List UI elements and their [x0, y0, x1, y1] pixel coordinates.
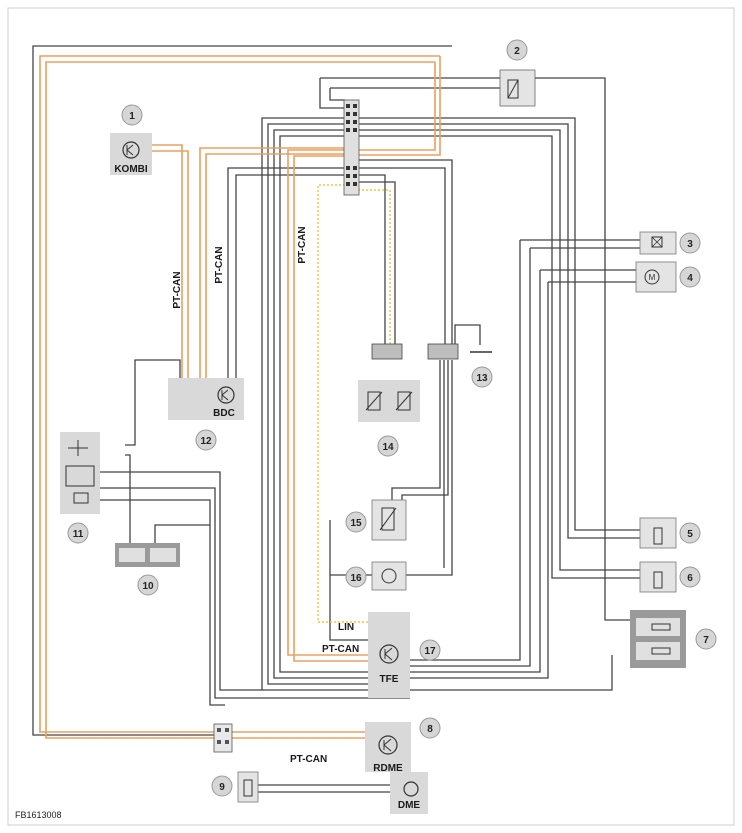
callout-7: 7 — [695, 628, 717, 650]
svg-text:1: 1 — [129, 111, 135, 122]
component-7 — [630, 610, 686, 668]
callout-11: 11 — [67, 522, 89, 544]
svg-text:9: 9 — [219, 782, 225, 793]
ptcan-label-4: PT-CAN — [322, 644, 359, 655]
callout-6: 6 — [679, 566, 701, 588]
svg-text:13: 13 — [476, 373, 488, 384]
svg-text:M: M — [649, 273, 656, 282]
rdme-connector — [213, 723, 233, 753]
callout-15: 15 — [345, 511, 367, 533]
ptcan-label-2: PT-CAN — [214, 246, 225, 283]
svg-text:2: 2 — [514, 46, 520, 57]
callout-4: 4 — [679, 266, 701, 288]
callout-10: 10 — [137, 574, 159, 596]
component-11 — [60, 432, 100, 514]
dme-module: DME — [390, 772, 428, 814]
kombi-label: KOMBI — [114, 164, 148, 175]
svg-text:11: 11 — [73, 529, 84, 540]
lin-label: LIN — [338, 622, 354, 633]
lin-bus — [317, 184, 391, 623]
component-9 — [237, 771, 259, 803]
svg-text:14: 14 — [382, 442, 394, 453]
callout-8: 8 — [419, 717, 441, 739]
rdme-label: RDME — [373, 763, 403, 774]
tfe-module: TFE — [368, 612, 410, 698]
svg-text:10: 10 — [142, 581, 154, 592]
component-3 — [639, 231, 677, 255]
svg-text:5: 5 — [687, 529, 693, 540]
callout-5: 5 — [679, 522, 701, 544]
component-6 — [639, 561, 677, 593]
component-10 — [115, 543, 180, 567]
ptcan-label-3: PT-CAN — [297, 226, 308, 263]
ptcan-label-5: PT-CAN — [290, 754, 327, 765]
svg-text:8: 8 — [427, 724, 433, 735]
svg-text:17: 17 — [424, 646, 436, 657]
central-connector — [343, 99, 360, 196]
motor-4: M — [635, 261, 677, 293]
rdme-module: RDME — [365, 722, 411, 774]
wire-harness — [32, 45, 640, 793]
pt-can-bus — [39, 55, 441, 739]
callout-3: 3 — [679, 232, 701, 254]
kombi-module: KOMBI — [110, 133, 152, 175]
tfe-label: TFE — [380, 674, 399, 685]
callout-2: 2 — [506, 39, 528, 61]
component-5 — [639, 517, 677, 549]
callout-9: 9 — [211, 775, 233, 797]
svg-text:4: 4 — [687, 273, 693, 284]
callout-16: 16 — [345, 566, 367, 588]
svg-text:6: 6 — [687, 573, 693, 584]
component-15 — [371, 499, 407, 541]
callout-17: 17 — [419, 639, 441, 661]
ptcan-label-1: PT-CAN — [172, 271, 183, 308]
callout-1: 1 — [121, 104, 143, 126]
svg-text:3: 3 — [687, 239, 693, 250]
svg-text:12: 12 — [200, 436, 212, 447]
callout-13: 13 — [471, 366, 493, 388]
connector-14 — [371, 343, 459, 360]
figure-id: FB1613008 — [15, 810, 62, 820]
bdc-label: BDC — [213, 408, 235, 419]
callout-12: 12 — [195, 429, 217, 451]
component-14 — [358, 380, 420, 422]
bdc-module: BDC — [168, 378, 244, 420]
component-16 — [371, 561, 407, 591]
svg-text:7: 7 — [703, 635, 709, 646]
svg-text:16: 16 — [350, 573, 362, 584]
svg-text:15: 15 — [350, 518, 362, 529]
callout-14: 14 — [377, 435, 399, 457]
dme-label: DME — [398, 800, 421, 811]
relay-2 — [499, 69, 536, 107]
